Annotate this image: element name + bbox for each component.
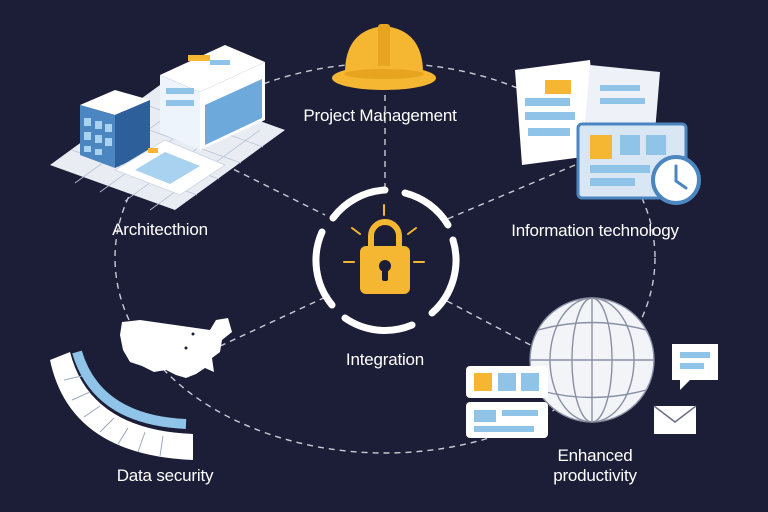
label-enhanced-productivity: Enhanced productivity — [553, 446, 637, 485]
hard-hat-icon — [332, 24, 436, 90]
buildings-blueprint-icon — [50, 45, 285, 211]
documents-clock-icon — [515, 60, 701, 205]
padlock-icon — [343, 204, 425, 294]
label-data-security: Data security — [116, 466, 214, 485]
connector-information-technology — [444, 164, 576, 221]
label-architecture: Architecthion — [112, 220, 208, 239]
connector-enhanced-productivity — [444, 299, 541, 351]
globe-chat-icon — [466, 297, 718, 438]
label-project-management: Project Management — [303, 106, 457, 125]
data-security-arc — [50, 350, 193, 460]
integration-ring — [312, 186, 460, 334]
us-map-icon — [120, 318, 232, 378]
label-information-technology: Information technology — [511, 221, 679, 240]
label-integration: Integration — [345, 350, 425, 369]
